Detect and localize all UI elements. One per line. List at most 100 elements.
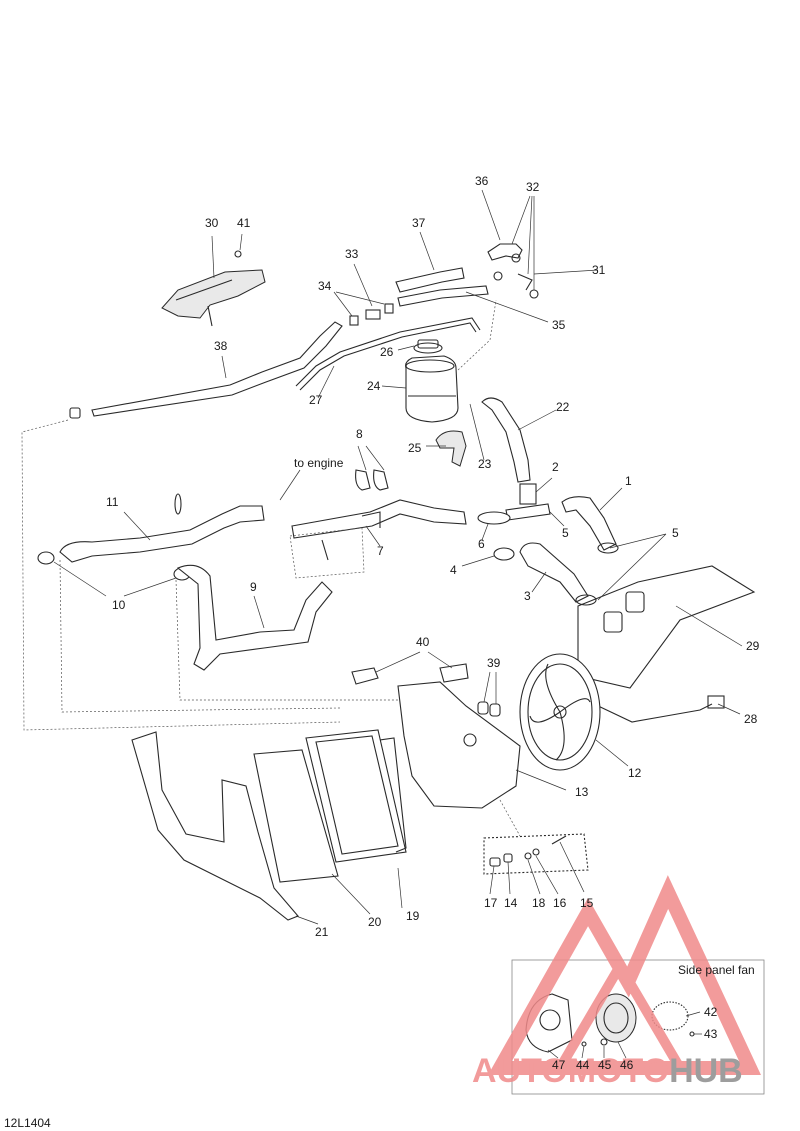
dashed-route-tank — [457, 299, 497, 371]
callout-8: 8 — [356, 427, 363, 441]
callout-33: 33 — [345, 247, 359, 261]
callout-labels: 1 2 3 4 5 5 6 7 8 9 10 11 12 13 14 15 16… — [106, 174, 760, 1072]
callout-5a: 5 — [672, 526, 679, 540]
callout-18: 18 — [532, 896, 546, 910]
part-13-shroud — [397, 681, 521, 809]
callout-3: 3 — [524, 589, 531, 603]
callout-13: 13 — [575, 785, 589, 799]
callout-27: 27 — [309, 393, 323, 407]
callout-12: 12 — [628, 766, 642, 780]
part-22-hose — [481, 397, 531, 483]
callout-35: 35 — [552, 318, 566, 332]
callout-14: 14 — [504, 896, 518, 910]
part-3-hose — [519, 542, 589, 603]
callout-25: 25 — [408, 441, 422, 455]
dashed-route-9 — [175, 579, 400, 701]
part-31-32-36-fittings — [487, 243, 539, 299]
part-4-clamp — [493, 547, 515, 561]
callout-32: 32 — [526, 180, 540, 194]
part-45-washer — [600, 1038, 608, 1046]
part-28-wiring — [593, 695, 725, 723]
callout-10: 10 — [112, 598, 126, 612]
dashed-route-38 — [21, 419, 341, 731]
part-44-screw — [581, 1041, 587, 1047]
part-14-to-18-hardware — [483, 833, 589, 875]
dashed-route-11 — [59, 559, 341, 713]
part-5-clamp-b — [575, 594, 597, 606]
part-10-clamp-a — [37, 551, 55, 565]
callout-41: 41 — [237, 216, 251, 230]
part-11-hose — [59, 505, 265, 563]
callout-28: 28 — [744, 712, 758, 726]
annotation-side-panel-fan: Side panel fan — [678, 963, 755, 977]
callout-4: 4 — [450, 563, 457, 577]
callout-29: 29 — [746, 639, 760, 653]
callout-11: 11 — [106, 495, 119, 509]
part-19-radiator — [305, 729, 407, 863]
leader-lines — [53, 189, 743, 925]
callout-45: 45 — [598, 1058, 612, 1072]
callout-6: 6 — [478, 537, 485, 551]
watermark-logo: AUTOMOTOHUB — [472, 875, 761, 1090]
callout-43: 43 — [704, 1027, 718, 1041]
part-41-screw — [234, 250, 242, 258]
callout-46: 46 — [620, 1058, 634, 1072]
callout-2: 2 — [552, 460, 559, 474]
annotation-to-engine: to engine — [294, 456, 344, 470]
part-21-radiator-guard — [131, 731, 299, 921]
part-25-bracket — [435, 430, 467, 467]
callout-36: 36 — [475, 174, 489, 188]
callout-31: 31 — [592, 263, 606, 277]
callout-47: 47 — [552, 1058, 566, 1072]
callout-19: 19 — [406, 909, 420, 923]
part-27-vent-hose — [295, 317, 481, 391]
callout-15: 15 — [580, 896, 594, 910]
callout-17: 17 — [484, 896, 498, 910]
callout-1: 1 — [625, 474, 632, 488]
callout-21: 21 — [315, 925, 329, 939]
part-29-panel — [577, 565, 756, 689]
part-8-clamps — [355, 469, 389, 491]
callout-22: 22 — [556, 400, 570, 414]
part-20-radiator-screen — [253, 749, 339, 883]
part-2-coupling — [505, 483, 551, 521]
part-35-hose — [397, 285, 489, 307]
part-1-hose — [561, 496, 617, 551]
part-7-pipe — [174, 493, 467, 579]
part-46-fan-wheel — [595, 993, 637, 1043]
callout-38: 38 — [214, 339, 228, 353]
callout-24: 24 — [367, 379, 381, 393]
callout-23: 23 — [478, 457, 492, 471]
part-24-expansion-tank — [405, 355, 459, 423]
callout-5b: 5 — [562, 526, 569, 540]
callout-26: 26 — [380, 345, 394, 359]
callout-44: 44 — [576, 1058, 590, 1072]
part-26-cap — [413, 339, 443, 354]
part-9-hose — [176, 564, 333, 671]
part-30-bracket — [161, 269, 266, 327]
diagram-code: 12L1404 — [4, 1116, 51, 1130]
part-12-fan — [519, 653, 601, 771]
part-39-grommets — [477, 701, 501, 717]
part-6-hose — [477, 511, 511, 525]
part-40-brackets — [351, 663, 469, 685]
callout-30: 30 — [205, 216, 219, 230]
watermark-brand: AUTOMOTOHUB — [472, 1052, 743, 1090]
part-37-hose — [395, 267, 465, 293]
part-5-clamp-a — [597, 542, 619, 554]
callout-42: 42 — [704, 1005, 718, 1019]
part-33-34-fittings — [349, 303, 394, 326]
part-38-hose — [69, 321, 343, 419]
callout-39: 39 — [487, 656, 501, 670]
callout-7: 7 — [377, 544, 384, 558]
dashed-route-13 — [499, 799, 521, 837]
callout-9: 9 — [250, 580, 257, 594]
part-42-grille — [651, 1001, 689, 1031]
callout-20: 20 — [368, 915, 382, 929]
callout-16: 16 — [553, 896, 567, 910]
callout-37: 37 — [412, 216, 426, 230]
part-43-rivet — [689, 1031, 695, 1037]
callout-34: 34 — [318, 279, 332, 293]
callout-40: 40 — [416, 635, 430, 649]
